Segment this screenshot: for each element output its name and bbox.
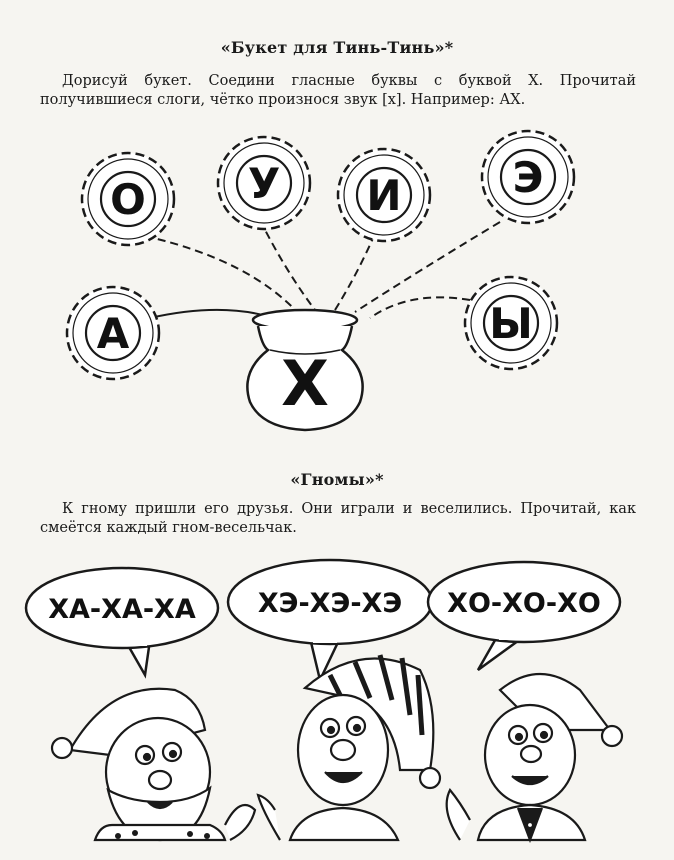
svg-text:О: О (110, 175, 146, 224)
section-title-gnomes: «Гномы»* (290, 470, 384, 489)
bouquet-instruction: Дорисуй букет. Соедини гласные буквы с б… (40, 73, 636, 108)
flower-e: Э (480, 129, 576, 225)
section-title-bouquet: «Букет для Тинь-Тинь»* (220, 38, 454, 57)
svg-text:Х: Х (281, 347, 329, 420)
gnomes-illustration: ХА-ХА-ХА ХЭ-ХЭ-ХЭ ХО-ХО-ХО (24, 558, 624, 844)
svg-text:ХА-ХА-ХА: ХА-ХА-ХА (48, 594, 196, 625)
svg-text:ХО-ХО-ХО: ХО-ХО-ХО (447, 588, 601, 619)
svg-text:ХЭ-ХЭ-ХЭ: ХЭ-ХЭ-ХЭ (258, 588, 402, 619)
gnome-middle (256, 654, 442, 842)
connection-lines (144, 219, 501, 319)
gnome-left (50, 687, 257, 842)
flower-o: О (80, 151, 176, 247)
svg-text:А: А (97, 309, 130, 358)
speech-bubble-left: ХА-ХА-ХА (24, 566, 220, 679)
flower-i: И (336, 147, 432, 243)
flower-y: Ы (463, 275, 559, 371)
speech-bubble-right: ХО-ХО-ХО (426, 560, 622, 672)
gnome-right (445, 672, 624, 844)
svg-text:У: У (248, 159, 280, 208)
flower-u: У (216, 135, 312, 231)
bouquet-illustration: О У И Э А Ы Х (65, 129, 576, 432)
svg-text:Ы: Ы (489, 299, 533, 348)
vase: Х (246, 308, 364, 432)
gnomes-text: К гному пришли его друзья. Они играли и … (40, 501, 636, 536)
svg-text:И: И (366, 171, 401, 220)
flower-a: А (65, 285, 161, 381)
svg-text:Э: Э (513, 153, 544, 202)
